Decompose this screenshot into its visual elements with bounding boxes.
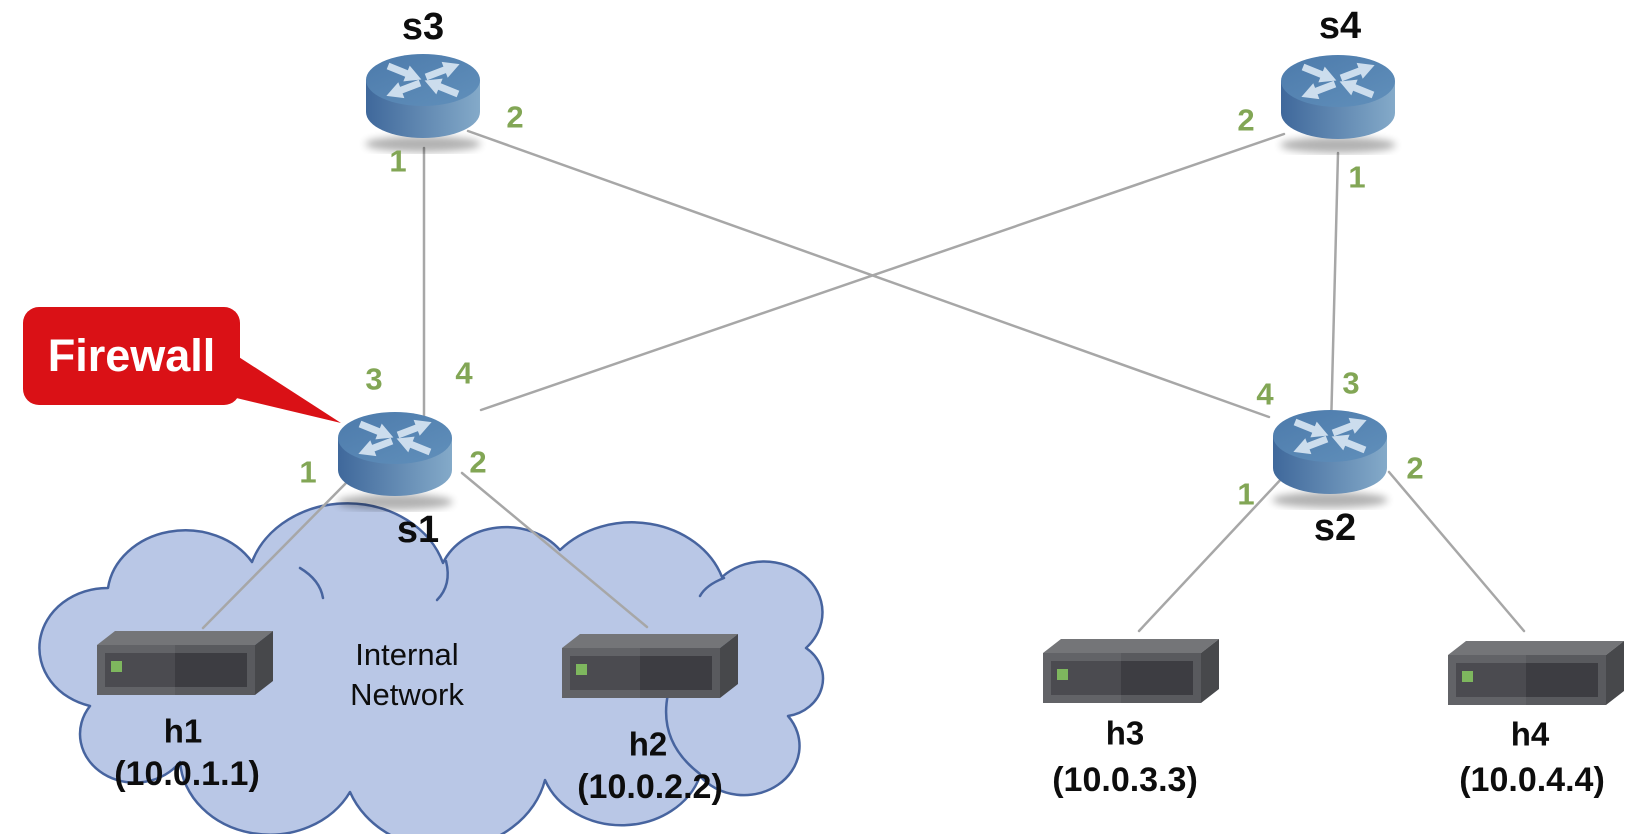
firewall-callout-pointer [228, 350, 341, 423]
switch-s3-label: s3 [401, 6, 445, 48]
link-s2-h4 [1387, 470, 1526, 633]
port-s2-4: 4 [1256, 376, 1274, 412]
link-s1-h2 [460, 471, 649, 629]
port-s1-1: 1 [299, 454, 317, 490]
switch-top [366, 54, 480, 106]
host-h2-label: h2 [628, 725, 668, 763]
host-h3-icon [1043, 639, 1219, 703]
host-h1-ip: (10.0.1.1) [114, 755, 260, 793]
switch-s1-icon [337, 412, 453, 510]
switch-shadow [1280, 137, 1396, 153]
switch-shadow [1272, 492, 1388, 508]
server-side [1606, 641, 1624, 705]
port-s3-2: 2 [506, 99, 524, 135]
host-h1-icon [97, 631, 273, 695]
host-h4-ip: (10.0.4.4) [1459, 761, 1605, 799]
switch-s1-label: s1 [396, 509, 440, 551]
switch-s3-icon [365, 54, 481, 152]
port-s1-2: 2 [469, 444, 487, 480]
host-h4-icon [1448, 641, 1624, 705]
host-h2-ip: (10.0.2.2) [577, 768, 723, 806]
host-h2-icon [562, 634, 738, 698]
internal-network-label: Internal Network [350, 637, 464, 712]
link-s3-s2 [466, 129, 1271, 419]
server-top [562, 634, 738, 648]
switch-top [1273, 410, 1387, 462]
switch-s4-label: s4 [1318, 5, 1362, 47]
port-s3-1: 1 [389, 143, 407, 179]
host-h3-label: h3 [1105, 714, 1145, 752]
port-s1-3: 3 [365, 361, 383, 397]
host-h4-label: h4 [1510, 715, 1550, 753]
server-led [111, 661, 122, 672]
link-s2-h3 [1137, 475, 1285, 633]
switch-s2-label: s2 [1313, 507, 1357, 549]
port-s2-3: 3 [1342, 365, 1360, 401]
server-side [255, 631, 273, 695]
server-side [720, 634, 738, 698]
link-s4-s2 [1329, 151, 1340, 430]
topology-links [201, 129, 1526, 633]
switch-s4-icon [1280, 55, 1396, 153]
server-top [1043, 639, 1219, 653]
link-s4-s1 [479, 132, 1286, 412]
server-led [576, 664, 587, 675]
link-s1-h1 [201, 477, 352, 630]
switch-shadow [365, 136, 481, 152]
firewall-callout-label: Firewall [47, 330, 216, 381]
server-top [97, 631, 273, 645]
switch-top [338, 412, 452, 464]
switch-shadow [337, 494, 453, 510]
firewall-callout: Firewall [23, 307, 240, 405]
port-s4-2: 2 [1237, 102, 1255, 138]
internal-network-cloud [38, 502, 825, 834]
cloud-inner-arcs [298, 559, 726, 776]
port-s2-1: 1 [1237, 476, 1255, 512]
host-h1-label: h1 [163, 712, 203, 750]
host-h3-ip: (10.0.3.3) [1052, 761, 1198, 799]
switch-s2-icon [1272, 410, 1388, 508]
server-top [1448, 641, 1624, 655]
port-s1-4: 4 [455, 355, 473, 391]
switch-top [1281, 55, 1395, 107]
server-side [1201, 639, 1219, 703]
server-led [1057, 669, 1068, 680]
server-led [1462, 671, 1473, 682]
port-s4-1: 1 [1348, 159, 1366, 195]
port-s2-2: 2 [1406, 450, 1424, 486]
